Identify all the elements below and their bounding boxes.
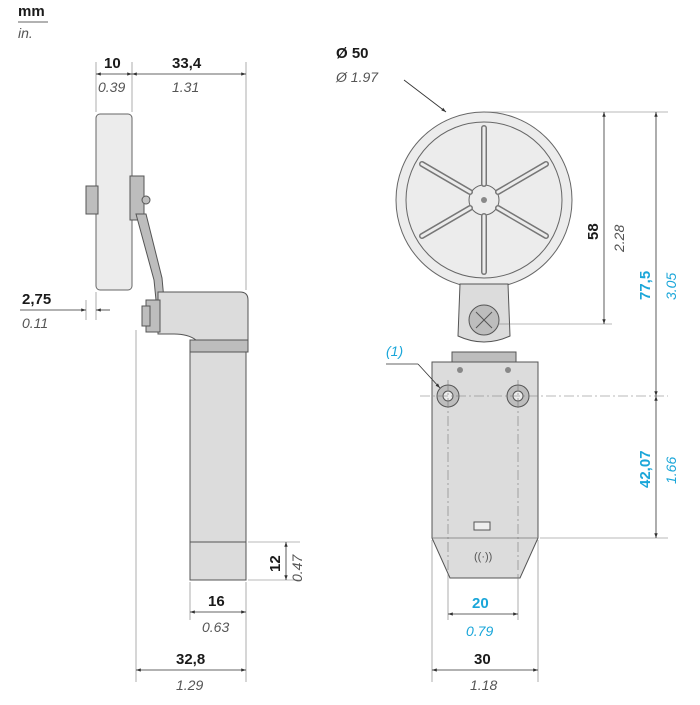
hole-to-base-in: 1.66 xyxy=(663,457,679,484)
side-collar xyxy=(189,339,249,353)
base-height-mm: 12 xyxy=(267,555,284,572)
body-width-in: 0.63 xyxy=(202,619,229,635)
front-width-mm: 30 xyxy=(474,651,491,668)
side-axle xyxy=(85,185,99,215)
roller-to-hole-mm: 77,5 xyxy=(637,271,654,300)
side-pin xyxy=(141,195,151,205)
side-lever-arm xyxy=(135,213,165,301)
arm-offset-in: 1.31 xyxy=(172,79,199,95)
side-view: 10 0.39 33,4 1.31 2,75 0.11 12 0.47 16 0… xyxy=(20,55,305,693)
roller-to-hole-in: 3.05 xyxy=(663,273,679,300)
callout-label: (1) xyxy=(386,343,403,359)
overall-depth-in: 1.29 xyxy=(176,677,203,693)
roller-diameter-in: Ø 1.97 xyxy=(335,69,379,85)
side-hub xyxy=(129,175,145,221)
wireless-icon: ((·)) xyxy=(474,551,492,563)
side-base xyxy=(189,541,247,581)
roller-height-mm: 58 xyxy=(585,223,602,240)
front-width-in: 1.18 xyxy=(470,677,497,693)
side-clamp-screw xyxy=(141,305,151,327)
callout-leader xyxy=(417,363,441,389)
front-view: ((·)) Ø 50 Ø 1.97 58 2.28 77,5 3.05 42,0… xyxy=(335,45,679,693)
side-roller xyxy=(95,113,133,291)
side-body xyxy=(189,351,247,543)
unit-mm: mm xyxy=(18,3,45,20)
front-neck xyxy=(451,351,517,363)
led-window xyxy=(473,521,491,531)
base-height-in: 0.47 xyxy=(289,554,305,582)
body-width-mm: 16 xyxy=(208,593,225,610)
side-head xyxy=(157,291,249,341)
overall-depth-mm: 32,8 xyxy=(176,651,205,668)
hole-spacing-in: 0.79 xyxy=(466,623,493,639)
unit-inch: in. xyxy=(18,25,33,41)
diameter-leader xyxy=(403,79,447,113)
roller-width-in: 0.39 xyxy=(98,79,125,95)
roller-height-in: 2.28 xyxy=(611,225,627,253)
gap-in: 0.11 xyxy=(22,315,48,331)
roller-diameter-mm: Ø 50 xyxy=(336,45,369,62)
roller-width-mm: 10 xyxy=(104,55,121,72)
hole-spacing-mm: 20 xyxy=(472,595,489,612)
arm-offset-mm: 33,4 xyxy=(172,55,202,72)
gap-mm: 2,75 xyxy=(22,291,51,308)
hole-to-base-mm: 42,07 xyxy=(637,450,654,488)
